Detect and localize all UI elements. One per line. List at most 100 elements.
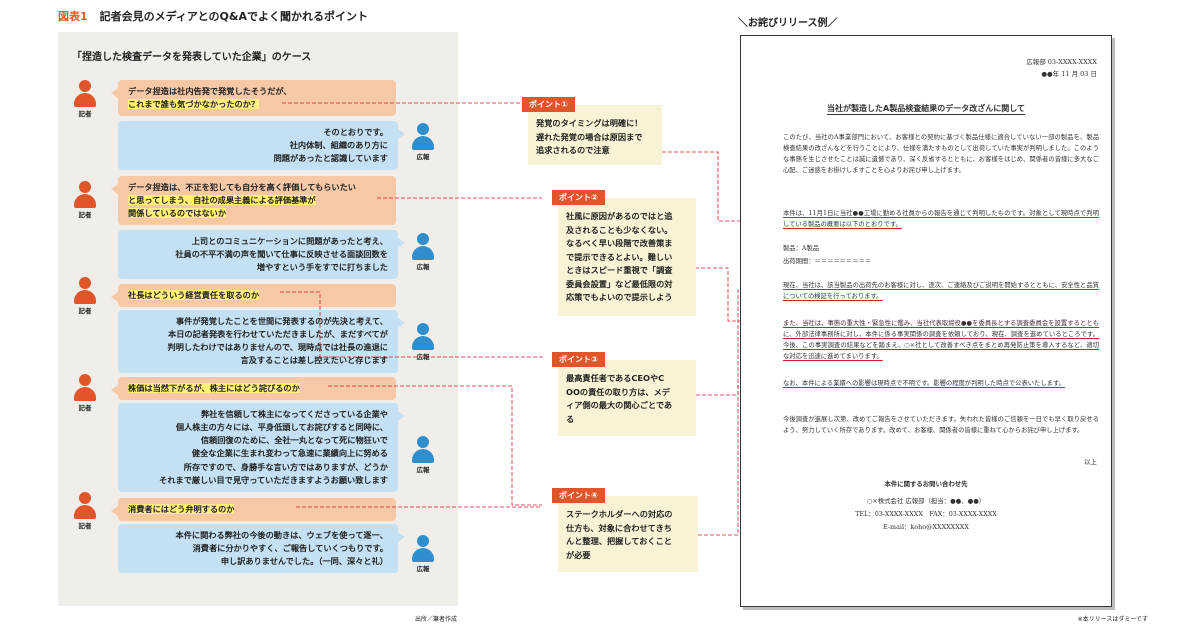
release-title-text: 当社が製造したA製品検査結果のデータ改ざんに関して — [827, 104, 1025, 115]
product-line: 製品：A製品 — [783, 245, 820, 252]
question-bubble: データ捏造は、不正を犯しても自分を高く評価してもらいたい と思ってしまう、自社の… — [111, 176, 396, 226]
answer-bubble: 上司とのコミュニケーションに問題があったと考え、 社員の不平不満の声を聞いて仕事… — [118, 230, 405, 280]
answer-line: 申し訳ありませんでした。（一同、深々と礼） — [220, 556, 388, 567]
pr-label: 広報 — [416, 153, 430, 161]
question-line: と思ってしまう、自社の成果主義による評価基準が — [128, 195, 316, 206]
point-tag: ポイント③ — [552, 352, 605, 368]
date-line: ●●年 11 月 03 日 — [1041, 70, 1097, 78]
release-para: なお、本件による業績への影響は現時点で不明です。影響の程度が判明した時点で公表い… — [783, 380, 1065, 387]
company-line: ○×株式会社 広報部（担当：●●、●●） — [866, 497, 986, 505]
answer-line: 本日の記者発表を行わせていただきましたが、まだすべてが — [168, 329, 388, 340]
point-tag: ポイント① — [522, 97, 575, 113]
reporter-icon: 記者 — [72, 181, 98, 221]
answer-bubble: 弊社を信頼して株主になってくださっている企業や 個人株主の方々には、平身低頭して… — [118, 403, 405, 492]
point-line: が必要 — [566, 549, 591, 560]
point-line: 応策でもよいので提示しよう — [566, 292, 673, 303]
reporter-label: 記者 — [78, 522, 92, 530]
release-para: 現在、当社は、該当製品の出荷先のお客様に対し、逐次、ご連絡及びご説明を開始すると… — [783, 282, 1099, 301]
pr-icon: 広報 — [410, 233, 436, 273]
point-tag: ポイント④ — [552, 488, 605, 504]
reporter-icon: 記者 — [72, 492, 98, 532]
release-heading: ＼お詫びリリース例／ — [738, 18, 838, 29]
figure-label: 図表1 — [58, 10, 88, 23]
reporter-label: 記者 — [78, 307, 92, 315]
release-para: また、当社は、事態の重大性・緊急性に鑑み、当社代表取締役●●を委員長とする調査委… — [783, 320, 1099, 361]
email-line: E-mail：koho@XXXXXXXX — [883, 523, 969, 531]
answer-line: 消費者に分かりやすく、ご報告していくつもりです。 — [192, 543, 388, 554]
period-line: 出荷期間：＝＝＝＝＝＝＝＝＝ — [783, 258, 872, 265]
answer-line: 弊社を信頼して株主になってくださっている企業や — [200, 409, 388, 419]
pr-icon: 広報 — [410, 535, 436, 575]
point-line: 追求されるので注意 — [536, 145, 610, 156]
answer-line: 事件が発覚したことを世間に発表するのが先決と考えて、 — [175, 316, 388, 326]
answer-line: 増やすという手をすでに打ちました — [256, 262, 388, 273]
release-document: 広報部 03-XXXX-XXXX ●●年 11 月 03 日 当社が製造したA製… — [740, 35, 1112, 607]
reporter-icon: 記者 — [72, 374, 98, 414]
answer-line: 健全な企業に生まれ変わって急速に業績向上に努める — [191, 448, 388, 459]
point-line: 遅れた発覚の場合は原因まで — [536, 131, 643, 142]
point-line: ィア側の最大の関心ごとであ — [566, 400, 673, 411]
contact-line: 広報部 03-XXXX-XXXX — [1026, 58, 1097, 66]
answer-line: 判明したわけではありませんので、現時点では社長の進退に — [167, 342, 389, 353]
answer-line: そのとおりです。 — [323, 127, 388, 137]
point-box: ポイント① 発覚のタイミングは明確に！ 遅れた発覚の場合は原因まで 追求されるの… — [522, 97, 662, 165]
question-bubble: データ捏造は社内告発で発覚したそうだが、 これまで誰も気づかなかったのか？ — [111, 80, 396, 117]
point-line: 委員会設置」など最低限の対 — [566, 278, 673, 289]
point-tag: ポイント② — [552, 190, 605, 206]
source-note: 出所／筆者作成 — [415, 616, 458, 623]
reporter-icon: 記者 — [72, 277, 98, 317]
point-line: 最高責任者であるCEOやC — [566, 373, 665, 383]
dummy-note: ※本リリースはダミーです — [1077, 616, 1148, 623]
answer-bubble: そのとおりです。 社内体制、組織のあり方に 問題があったと認識しています — [118, 121, 405, 171]
figure-title: 図表1 記者会見のメディアとのQ&Aでよく聞かれるポイント — [58, 8, 368, 24]
reporter-label: 記者 — [78, 110, 92, 118]
question-bubble: 消費者にはどう弁明するのか — [111, 498, 396, 522]
answer-line: 言及することは差し控えたいと存じます — [240, 355, 388, 366]
pr-label: 広報 — [416, 263, 430, 271]
pr-label: 広報 — [416, 466, 430, 474]
answer-bubble: 事件が発覚したことを世間に発表するのが先決と考えて、 本日の記者発表を行わせてい… — [118, 310, 405, 373]
point-line: 及されることも少なくない。 — [566, 224, 673, 235]
question-line: 消費者にはどう弁明するのか — [128, 504, 235, 514]
question-bubble: 社長はどういう経営責任を取るのか — [111, 284, 396, 308]
release-para: このたび、当社のA事業部門において、お客様との契約に基づく製品仕様に適合していな… — [783, 134, 1099, 175]
pr-label: 広報 — [416, 565, 430, 573]
point-box: ポイント③ 最高責任者であるCEOやC OOの責任の取り方は、メデ ィア側の最大… — [552, 352, 696, 436]
point-line: んと整理、把握しておくこと — [566, 536, 672, 547]
point-line: 仕方も、対象に合わせてきち — [566, 522, 672, 533]
release-para: 今後調査が進展し次第、改めてご報告をさせていただきます。失われた皆様のご信頼を一… — [783, 416, 1099, 435]
point-line: で提示できるとよい。難しい — [566, 251, 673, 262]
point-line: 社風に原因があるのではと追 — [566, 211, 673, 221]
answer-line: 本件に関わる弊社の今後の動きは、ウェブを使って逐一、 — [175, 530, 388, 540]
pr-label: 広報 — [416, 353, 430, 361]
point-line: 発覚のタイミングは明確に！ — [536, 118, 643, 128]
answer-line: 問題があったと認識しています — [273, 153, 388, 164]
closing: 以上 — [1084, 458, 1097, 466]
point-line: OOの責任の取り方は、メデ — [566, 386, 670, 397]
question-line: これまで誰も気づかなかったのか？ — [128, 99, 260, 110]
question-line: データ捏造は社内告発で発覚したそうだが、 — [128, 86, 292, 96]
point-box: ポイント② 社風に原因があるのではと追 及されることも少なくない。 なるべく早い… — [552, 190, 696, 316]
question-line: 株価は当然下がるが、株主にはどう詫びるのか — [128, 383, 300, 393]
release-para: 本件は、11月1日に当社●●工場に勤める社員からの報告を通じて判明したものです。… — [783, 210, 1099, 229]
question-line: データ捏造は、不正を犯しても自分を高く評価してもらいたい — [128, 182, 356, 192]
pr-icon: 広報 — [410, 323, 436, 363]
point-line: ときはスピード重視で「調査 — [566, 265, 673, 276]
answer-line: 所存ですので、身勝手な言い方ではありますが、どうか — [183, 461, 388, 472]
case-title: 「捏造した検査データを発表していた企業」のケース — [72, 52, 312, 63]
question-line: 社長はどういう経営責任を取るのか — [128, 290, 260, 300]
figure-title-text: 記者会見のメディアとのQ&Aでよく聞かれるポイント — [99, 10, 369, 23]
point-line: なるべく早い段階で改善策ま — [566, 238, 673, 249]
pr-icon: 広報 — [410, 436, 436, 476]
answer-line: それまで厳しい目で見守っていただきますようお願い致します — [159, 474, 388, 485]
answer-line: 上司とのコミュニケーションに問題があったと考え、 — [191, 236, 388, 246]
pr-icon: 広報 — [410, 123, 436, 163]
answer-line: 社内体制、組織のあり方に — [289, 140, 388, 151]
question-line: 関係しているのではないか — [128, 208, 227, 219]
point-line: ステークホルダーへの対応の — [566, 509, 673, 519]
tel-line: TEL：03-XXXX-XXXX FAX：03-XXXX-XXXX — [855, 510, 997, 518]
answer-line: 個人株主の方々には、平身低頭してお詫びすると同時に、 — [175, 422, 388, 433]
point-line: る — [566, 413, 575, 424]
contact-title: 本件に関するお問い合わせ先 — [884, 480, 968, 488]
reporter-icon: 記者 — [72, 80, 98, 120]
